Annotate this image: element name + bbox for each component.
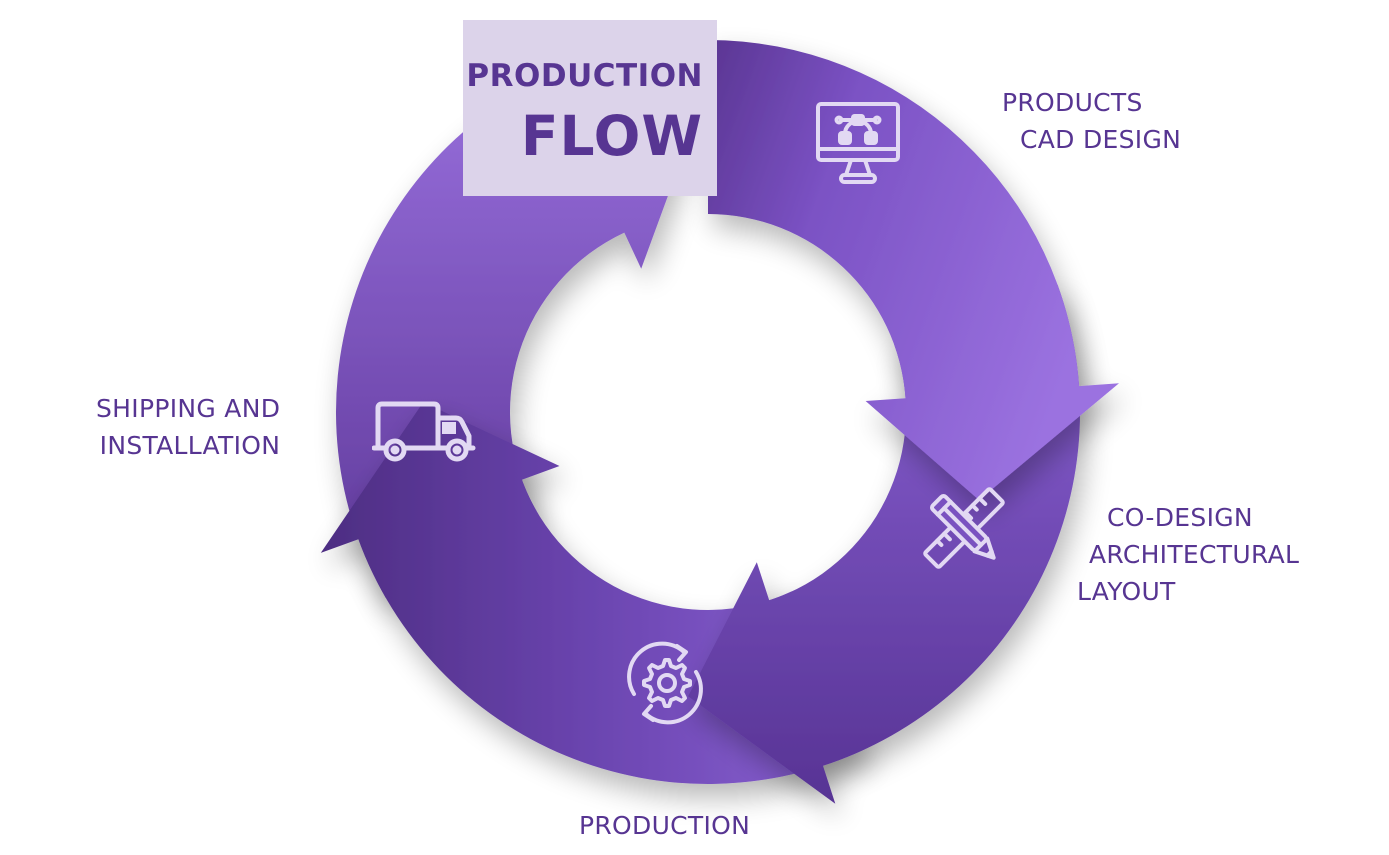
step-label-production: PRODUCTION xyxy=(579,807,750,844)
label-line: PRODUCTION xyxy=(579,811,751,840)
title-line-2: FLOW xyxy=(520,104,703,168)
step-label-cad-design: PRODUCTS CAD DESIGN xyxy=(1002,84,1181,158)
label-line: SHIPPING AND xyxy=(96,394,281,423)
step-label-shipping: SHIPPING AND INSTALLATION xyxy=(96,390,280,464)
label-line: INSTALLATION xyxy=(99,431,281,460)
label-line: CO-DESIGN xyxy=(1107,503,1253,532)
label-line: PRODUCTS xyxy=(1002,88,1143,117)
delivery-truck-icon xyxy=(372,400,476,464)
label-line: ARCHITECTURAL xyxy=(1089,540,1300,569)
gear-cycle-icon xyxy=(622,640,708,726)
monitor-vector-design-icon xyxy=(815,100,901,186)
pencil-ruler-icon xyxy=(922,486,1006,570)
title-line-1: PRODUCTION xyxy=(466,58,703,94)
label-line: LAYOUT xyxy=(1077,577,1176,606)
step-label-co-design: CO-DESIGN ARCHITECTURAL LAYOUT xyxy=(1077,499,1299,610)
label-line: CAD DESIGN xyxy=(1020,125,1182,154)
segment-cad-design xyxy=(708,40,1119,501)
title-box: PRODUCTION FLOW xyxy=(463,20,717,196)
